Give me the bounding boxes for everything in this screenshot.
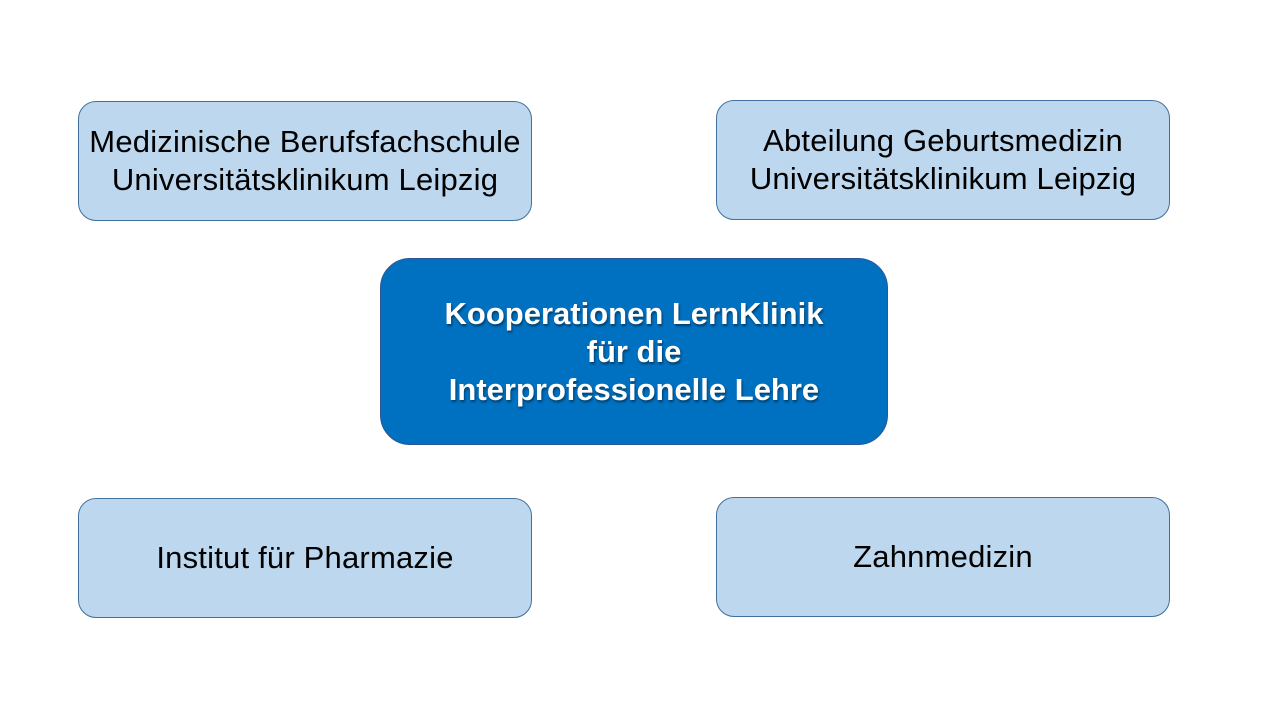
center-label-line: für die (586, 333, 682, 369)
center-label-line: Interprofessionelle Lehre (448, 371, 820, 407)
partner-box-berufsfachschule: Medizinische Berufsfachschule Universitä… (78, 101, 532, 221)
partner-label-line: Institut für Pharmazie (156, 540, 454, 575)
partner-label-line: Universitätsklinikum Leipzig (111, 162, 499, 197)
partner-box-zahnmedizin: Zahnmedizin (716, 497, 1170, 617)
center-label-line: Kooperationen LernKlinik (444, 295, 824, 331)
center-box-lernklinik: Kooperationen LernKlinik für die Interpr… (380, 258, 888, 445)
partner-label-line: Medizinische Berufsfachschule (89, 124, 521, 159)
partner-label-line: Universitätsklinikum Leipzig (749, 161, 1137, 196)
partner-label-line: Zahnmedizin (853, 539, 1033, 574)
partner-label-line: Abteilung Geburtsmedizin (763, 123, 1123, 158)
partner-box-pharmazie: Institut für Pharmazie (78, 498, 532, 618)
partner-box-geburtsmedizin: Abteilung Geburtsmedizin Universitätskli… (716, 100, 1170, 220)
